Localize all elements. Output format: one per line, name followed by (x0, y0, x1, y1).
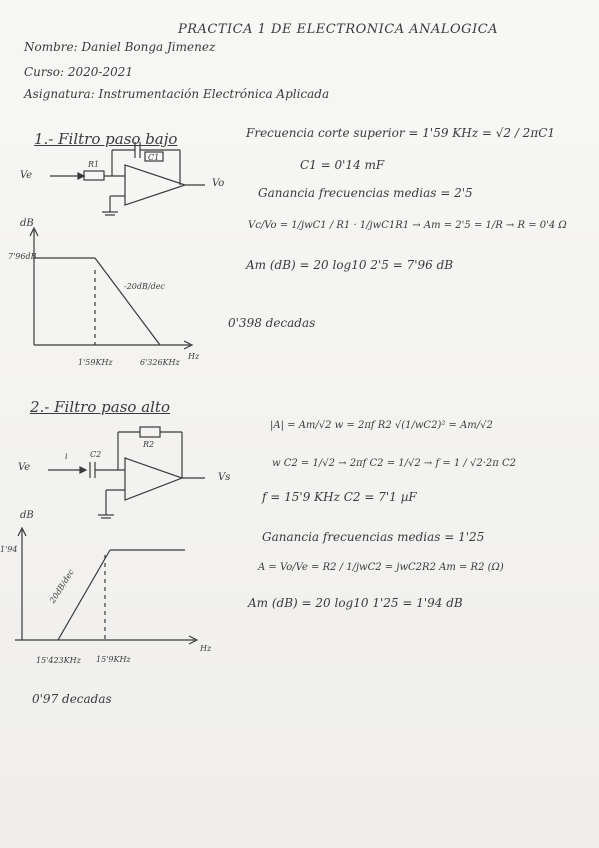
lp-eq-derivation: Vc/Vo = 1/jwC1 / R1 · 1/jwC1R1 → Am = 2'… (248, 220, 567, 231)
hp-current-label: i (65, 452, 68, 461)
lp-c1-label: C1 (148, 153, 160, 162)
hp-eq-omega: w C2 = 1/√2 → 2πf C2 = 1/√2 → f = 1 / √2… (272, 458, 517, 469)
highpass-circuit (48, 426, 205, 519)
lowpass-plot (29, 226, 194, 350)
course-year: Curso: 2020-2021 (24, 65, 134, 79)
hp-output-label: Vs (218, 472, 231, 483)
lp-plot-slope: -20dB/dec (124, 282, 165, 291)
hp-plot-ylabel: dB (20, 510, 34, 521)
hp-c2-label: C2 (90, 450, 102, 459)
hp-plot-x1: 15'423KHz (36, 656, 81, 665)
lp-eq-db: Am (dB) = 20 log10 2'5 = 7'96 dB (246, 258, 454, 272)
hp-eq-db: Am (dB) = 20 log10 1'25 = 1'94 dB (248, 596, 463, 610)
lowpass-circuit (50, 142, 205, 216)
section1-title: 1.- Filtro paso bajo (34, 130, 178, 148)
lp-plot-ytick: 7'96dB (8, 252, 37, 261)
highpass-plot (15, 526, 199, 645)
lp-eq-c1: C1 = 0'14 mF (300, 158, 385, 172)
lp-output-label: Vo (212, 178, 225, 189)
hp-input-label: Ve (18, 462, 31, 473)
lp-eq-gain: Ganancia frecuencias medias = 2'5 (258, 186, 473, 200)
hp-plot-ytick: 1'94 (0, 545, 18, 554)
hp-eq-values: f = 15'9 KHz C2 = 7'1 µF (262, 490, 417, 504)
lp-eq-cutoff: Frecuencia corte superior = 1'59 KHz = √… (246, 126, 556, 140)
hp-decades: 0'97 decadas (32, 692, 112, 706)
hp-eq-gain-abs: |A| = Am/√2 w = 2πf R2 √(1/wC2)² = Am/√2 (270, 420, 493, 431)
hp-r2-label: R2 (143, 440, 155, 449)
lp-r1-label: R1 (88, 160, 100, 169)
hp-eq-transfer: A = Vo/Ve = R2 / 1/jwC2 = jwC2R2 Am = R2… (258, 562, 504, 573)
lp-plot-ylabel: dB (20, 218, 34, 229)
hp-plot-x2: 15'9KHz (96, 655, 131, 664)
hp-plot-xlabel: Hz (200, 644, 212, 653)
section2-title: 2.- Filtro paso alto (30, 398, 170, 416)
hp-eq-gain: Ganancia frecuencias medias = 1'25 (262, 530, 485, 544)
subject: Asignatura: Instrumentación Electrónica … (24, 87, 330, 101)
lp-decades: 0'398 decadas (228, 316, 316, 330)
lp-plot-xlabel: Hz (188, 352, 200, 361)
page-title: PRACTICA 1 DE ELECTRONICA ANALOGICA (178, 22, 499, 37)
lp-input-label: Ve (20, 170, 33, 181)
lp-plot-x2: 6'326KHz (140, 358, 180, 367)
student-name: Nombre: Daniel Bonga Jimenez (24, 40, 216, 54)
lp-plot-x1: 1'59KHz (78, 358, 113, 367)
